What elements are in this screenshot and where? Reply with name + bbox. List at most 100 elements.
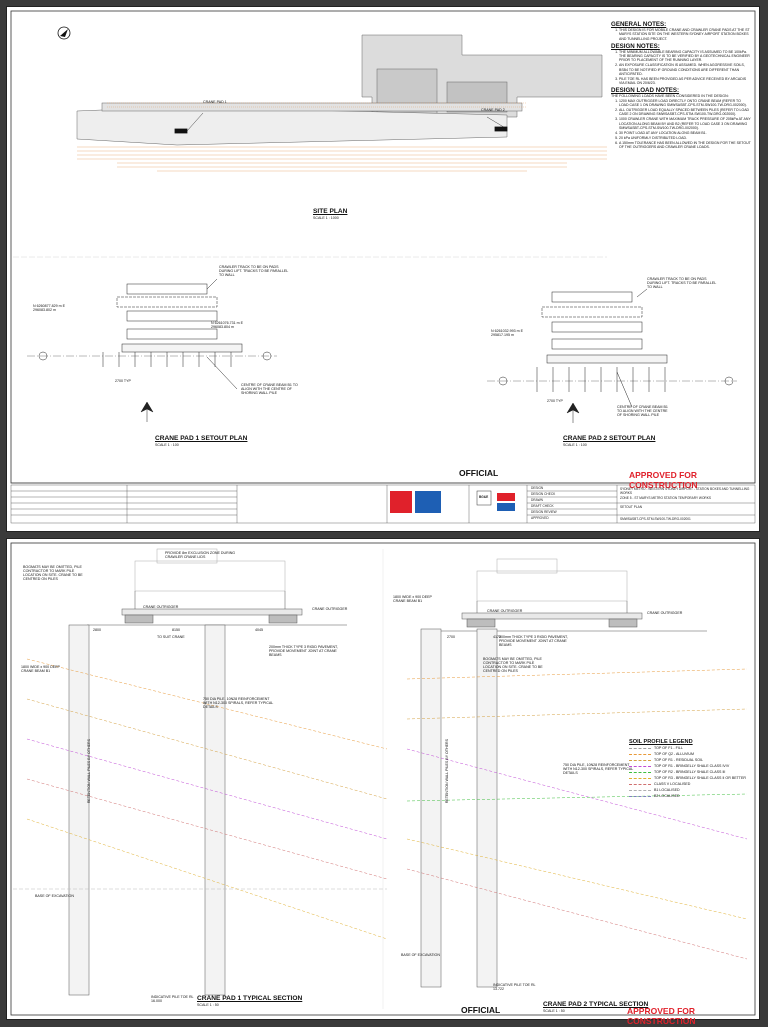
design-load-notes-heading: DESIGN LOAD NOTES: <box>611 87 680 95</box>
load-note-4: 30 POINT LOAD AT ANY LOCATION ALONG BEAM… <box>619 131 751 135</box>
pad1-dim-b: 8150 <box>172 628 180 632</box>
site-plan-hatching <box>77 102 607 172</box>
load-note-5: 20 kPa UNIFORMLY DISTRIBUTED LOAD. <box>619 136 751 140</box>
pad2-label-outrigger-left: CRANE OUTRIGGER <box>487 609 523 613</box>
legend-label: TOP OF R1 - RESIDUAL SOIL <box>654 758 704 763</box>
approved-stamp: APPROVED FOR CONSTRUCTION <box>629 470 698 490</box>
legend-item: TOP OF R1 - BRINGELLY SHALE CLASS IV/V <box>629 763 753 769</box>
approved-stamp-2: APPROVED FOR CONSTRUCTION <box>627 1006 696 1026</box>
site-plan-title: SITE PLAN <box>313 208 348 215</box>
pad1-label-beam: 1800 WIDE x 900 DEEP CRANE BEAM B1 <box>21 665 60 674</box>
pad1-dim-a: 2800 <box>93 628 101 632</box>
load-note-1: 1200 MAX OUTRIGGER LOAD DIRECTLY ONTO CR… <box>619 99 751 107</box>
pad2-note-track: CRAWLER TRACK TO BE ON PADS DURING LIFT.… <box>647 277 717 290</box>
pad1-section-scale: SCALE 1 : 50 <box>197 1003 219 1007</box>
legend-heading: SOIL PROFILE LEGEND <box>629 739 693 745</box>
design-note-2: AN EXPOSURE CLASSIFICATION IS ASSUMED. W… <box>619 63 751 76</box>
pad2-label-toe: INDICATIVE PILE TOE RL 13.722 <box>493 983 536 992</box>
pad2-setout-title: CRANE PAD 2 SETOUT PLAN <box>563 435 656 442</box>
drawing-title: SETOUT PLAN <box>620 505 643 509</box>
legend-item: TOP OF Q2 - ALLUVIUM <box>629 751 753 757</box>
pad2-dim-b: 4175 <box>493 635 501 639</box>
project-title: SYDNEY METRO - WESTERN SYDNEY AIRPORT - … <box>620 487 750 495</box>
legend-label: TOP OF F1 - FILL <box>654 746 683 751</box>
role-drawn: DRAWN <box>531 498 543 502</box>
site-plan-drawing <box>76 34 603 146</box>
pad2-label-outrigger-right: CRANE OUTRIGGER <box>647 611 683 615</box>
title-block <box>10 482 756 524</box>
legend-swatch <box>629 795 651 797</box>
legend-item: B1 LOCALISED <box>629 787 753 793</box>
official-label-2: OFFICIAL <box>461 1005 501 1015</box>
pad1-dim-c: 4045 <box>255 628 263 632</box>
pad2-label-excavation: BASE OF EXCAVATION <box>401 953 440 957</box>
legend-item: B2 LOCALISED <box>629 793 753 799</box>
legend-item: TOP OF R2 - BRINGELLY SHALE CLASS III <box>629 769 753 775</box>
project-subtitle: ZONE 5 - ST MARYS METRO STATION TEMPORAR… <box>620 496 711 500</box>
pad1-section-drawing <box>13 548 387 996</box>
legend-item: TOP OF R3 - BRINGELLY SHALE CLASS II OR … <box>629 775 753 781</box>
legend-item: CLASS V LOCALISED <box>629 781 753 787</box>
legend-swatch <box>629 771 651 773</box>
design-note-3: PILE TOE RL HAS BEEN PROVIDED AS PER ADV… <box>619 77 751 85</box>
pad2-setout-drawing <box>487 288 737 423</box>
legend-swatch <box>629 777 651 779</box>
official-label: OFFICIAL <box>459 468 499 478</box>
design-load-intro: THE FOLLOWING LOADS HAVE BEEN CONSIDERED… <box>611 94 729 99</box>
pad1-soil-lines <box>26 658 388 940</box>
logo-metro-text: metro <box>393 514 402 518</box>
pad2-section-title: CRANE PAD 2 TYPICAL SECTION <box>543 1001 649 1008</box>
logo-bge-text: BG&E <box>479 495 489 499</box>
pad2-label-pile: 750 DIA PILE, 10N28 REINFORCEMENT WITH N… <box>563 763 634 776</box>
pad2-note-bogmats: BOGMATS MAY BE OMITTED, PILE CONTRACTOR … <box>483 657 543 674</box>
pad2-section-drawing <box>420 558 707 988</box>
pad1-label-outrigger-left: CRANE OUTRIGGER <box>143 605 179 609</box>
legend-label: TOP OF R3 - BRINGELLY SHALE CLASS II OR … <box>654 776 746 781</box>
pad2-label-wall: RETENTION WALL PILES BY OTHERS <box>445 739 449 804</box>
legend-swatch <box>629 783 651 785</box>
legend-item: TOP OF F1 - FILL <box>629 745 753 751</box>
pad2-setout-scale: SCALE 1 : 100 <box>563 443 587 447</box>
general-note-1: THIS DESIGN IS FOR MOBILE CRANE AND CRAW… <box>619 28 751 41</box>
client-logos <box>390 490 515 513</box>
pad1-label-excavation: BASE OF EXCAVATION <box>35 894 74 898</box>
north-arrow-icon <box>57 26 71 40</box>
pad2-dim-typ: 2700 TYP <box>547 399 563 403</box>
pad2-soil-lines <box>406 668 748 960</box>
pad1-label-wall: RETENTION WALL PILES BY OTHERS <box>87 739 91 804</box>
legend-swatch <box>629 765 651 767</box>
pad1-dim-typ: 2700 TYP <box>115 379 131 383</box>
pad1-note-beam: CENTRE OF CRANE BEAM B1 TO ALIGN WITH TH… <box>241 383 298 396</box>
drawing-sheet-typical-section: PROVIDE 8m EXCLUSION ZONE DURING CRAWLER… <box>6 538 760 1026</box>
pad1-label-pavement: 200mm THICK TYPE 3 RIGID PAVEMENT, PROVI… <box>269 645 338 658</box>
site-plan-scale: SCALE 1 : 1000 <box>313 216 339 220</box>
drawing-sheet-setout-plan: GENERAL NOTES: THIS DESIGN IS FOR MOBILE… <box>6 6 760 532</box>
site-label-crane-pad-1: CRANE PAD 1 <box>203 100 227 104</box>
pad1-setout-scale: SCALE 1 : 100 <box>155 443 179 447</box>
pad1-coord-left: N 6260877.829 m E 296083.802 m <box>33 304 65 313</box>
pad2-dim-a: 2700 <box>447 635 455 639</box>
legend-label: B2 LOCALISED <box>654 794 680 799</box>
pad2-coord-left: N 6261032.993 m E 295817.195 m <box>491 329 523 338</box>
load-note-2: ALL OUTRIGGER LOAD EQUALLY SPACED BETWEE… <box>619 108 751 116</box>
pad2-label-beam: 1800 WIDE x 900 DEEP CRANE BEAM B1 <box>393 595 432 604</box>
pad1-label-pile: 750 DIA PILE, 10N28 REINFORCEMENT WITH N… <box>203 697 274 710</box>
role-draft-check: DRAFT CHECK <box>531 504 554 508</box>
pad1-coord-right: N 6261076.731 m E 296083.804 m <box>211 321 243 330</box>
load-note-6: A 150mm TOLERANCE HAS BEEN ALLOWED IN TH… <box>619 141 751 149</box>
pad1-note-exclusion: PROVIDE 8m EXCLUSION ZONE DURING CRAWLER… <box>165 551 236 560</box>
pad1-label-suit-crane: TO SUIT CRANE <box>157 635 185 639</box>
legend-swatch <box>629 759 651 761</box>
role-approved: APPROVED <box>531 516 549 520</box>
sheet2-linework <box>10 542 756 1016</box>
general-notes: GENERAL NOTES: THIS DESIGN IS FOR MOBILE… <box>611 21 751 151</box>
pad1-label-toe: INDICATIVE PILE TOE RL 16.000 <box>151 995 194 1004</box>
legend-label: B1 LOCALISED <box>654 788 680 793</box>
legend-item: TOP OF R1 - RESIDUAL SOIL <box>629 757 753 763</box>
pad2-label-pavement: 200mm THICK TYPE 3 RIGID PAVEMENT, PROVI… <box>499 635 568 648</box>
design-notes-heading: DESIGN NOTES: <box>611 42 660 50</box>
legend-label: TOP OF Q2 - ALLUVIUM <box>654 752 695 757</box>
legend-label: CLASS V LOCALISED <box>654 782 691 787</box>
general-notes-heading: GENERAL NOTES: <box>611 21 667 28</box>
